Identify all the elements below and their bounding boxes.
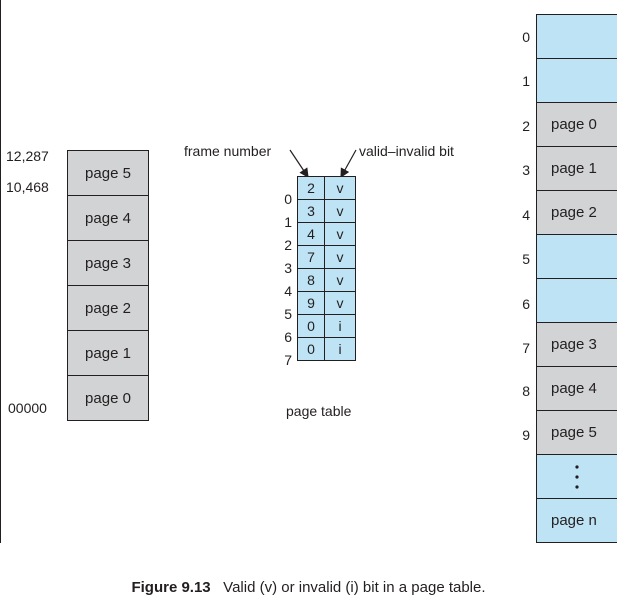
- frame-index: 0: [522, 29, 530, 45]
- frame-cell: 4: [298, 223, 325, 245]
- frame-index: 3: [522, 162, 530, 178]
- valid-invalid-label: valid–invalid bit: [359, 143, 454, 159]
- frame-index: 8: [522, 383, 530, 399]
- frame-cell: page 0: [537, 103, 617, 147]
- logical-page-cell: page 1: [68, 331, 148, 376]
- caption-label: Figure 9.13: [131, 579, 211, 596]
- valid-bit-cell: i: [325, 315, 355, 337]
- address-12287: 12,287: [6, 148, 49, 164]
- page-table-index: 3: [284, 260, 292, 276]
- page-table-title: page table: [286, 403, 352, 419]
- address-10468: 10,468: [6, 179, 49, 195]
- frame-cell-empty: [537, 279, 617, 323]
- valid-bit-cell: v: [325, 223, 355, 245]
- logical-page-cell: page 2: [68, 286, 148, 331]
- frame-cell-empty: [537, 59, 617, 103]
- frame-index: 5: [522, 251, 530, 267]
- frame-number-label: frame number: [184, 143, 272, 159]
- valid-bit-arrow: [340, 149, 357, 179]
- frame-index: 1: [522, 73, 530, 89]
- vertical-ellipsis-icon: [575, 464, 579, 489]
- frame-cell: 3: [298, 200, 325, 222]
- frame-cell: 7: [298, 246, 325, 268]
- frame-cell-page-n: page n: [537, 499, 617, 543]
- frame-cell: page 5: [537, 411, 617, 455]
- frame-cell-empty: [537, 15, 617, 59]
- frame-number-arrow: [289, 149, 309, 178]
- frame-cell-empty: [537, 235, 617, 279]
- frame-cell: 0: [298, 338, 325, 360]
- page-table-index: 4: [284, 283, 292, 299]
- frame-index: 4: [522, 207, 530, 223]
- valid-bit-cell: v: [325, 200, 355, 222]
- frame-cell: 2: [298, 177, 325, 199]
- physical-memory: page 0 page 1 page 2 page 3 page 4 page …: [536, 14, 617, 543]
- caption-text: Valid (v) or invalid (i) bit in a page t…: [223, 579, 486, 596]
- logical-page-cell: page 0: [68, 376, 148, 421]
- frame-cell: 9: [298, 292, 325, 314]
- frame-cell: page 1: [537, 147, 617, 191]
- valid-bit-cell: v: [325, 269, 355, 291]
- figure-caption: Figure 9.13 Valid (v) or invalid (i) bit…: [0, 579, 617, 596]
- page-table-index: 0: [284, 191, 292, 207]
- frame-cell: 0: [298, 315, 325, 337]
- frame-cell: 8: [298, 269, 325, 291]
- ellipsis-cell: [537, 455, 617, 499]
- frame-cell: page 2: [537, 191, 617, 235]
- logical-memory: page 5 page 4 page 3 page 2 page 1 page …: [67, 150, 149, 421]
- valid-bit-cell: v: [325, 292, 355, 314]
- page-table-index: 6: [284, 329, 292, 345]
- valid-bit-cell: v: [325, 177, 355, 199]
- logical-page-cell: page 4: [68, 196, 148, 241]
- frame-cell: page 3: [537, 323, 617, 367]
- frame-cell: page 4: [537, 367, 617, 411]
- frame-index: 2: [522, 118, 530, 134]
- logical-page-cell: page 3: [68, 241, 148, 286]
- valid-bit-cell: i: [325, 338, 355, 360]
- valid-bit-cell: v: [325, 246, 355, 268]
- frame-index: 9: [522, 427, 530, 443]
- page-table-index: 5: [284, 306, 292, 322]
- address-00000: 00000: [8, 400, 47, 416]
- logical-page-cell: page 5: [68, 151, 148, 196]
- frame-index: 7: [522, 340, 530, 356]
- page-table-index: 7: [284, 352, 292, 368]
- page-table-index: 2: [284, 237, 292, 253]
- page-table-index: 1: [284, 214, 292, 230]
- left-margin-rule: [0, 0, 1, 543]
- frame-index: 6: [522, 296, 530, 312]
